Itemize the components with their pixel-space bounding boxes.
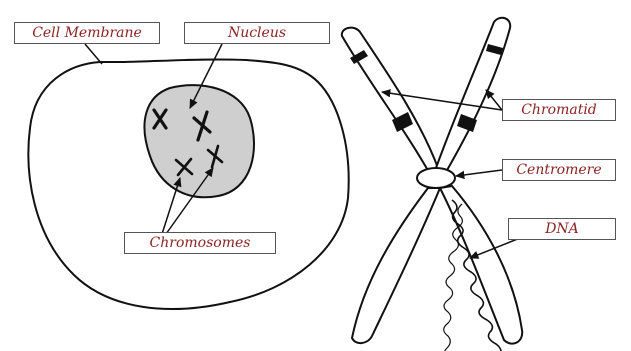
- label-dna: DNA: [508, 218, 616, 240]
- centromere-shape: [417, 168, 455, 188]
- label-chromatid: Chromatid: [502, 99, 616, 121]
- cell-membrane-leader: [85, 44, 102, 64]
- centromere-leader: [456, 170, 502, 176]
- label-centromere: Centromere: [502, 159, 616, 181]
- chromatid-upper-right: [436, 18, 510, 172]
- label-nucleus: Nucleus: [184, 22, 330, 44]
- label-cell-membrane: Cell Membrane: [14, 22, 160, 44]
- label-chromosomes: Chromosomes: [124, 232, 276, 254]
- nucleus-shape: [144, 85, 254, 197]
- chromatid-upper-left: [342, 28, 438, 174]
- chromatid-leader-2: [486, 90, 502, 110]
- chromatid-lower-left: [352, 188, 440, 343]
- dna-coil-2: [444, 204, 463, 351]
